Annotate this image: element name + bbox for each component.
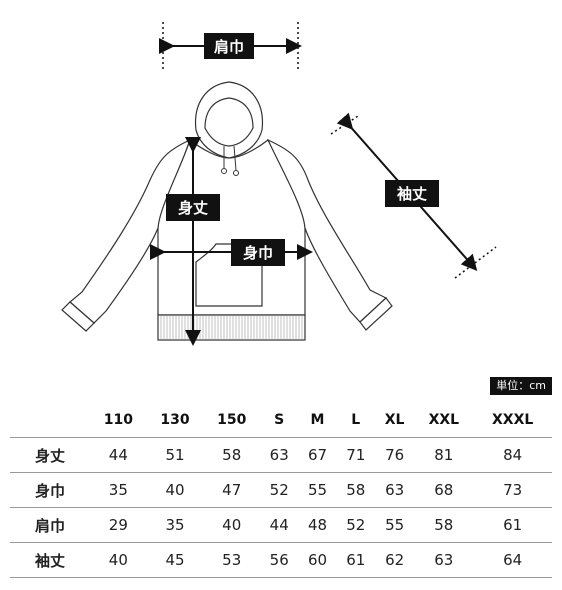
table-cell: 47 — [203, 472, 261, 508]
table-cell: 61 — [336, 542, 375, 578]
size-col-header: 130 — [160, 412, 190, 428]
left-cuff — [61, 301, 95, 332]
width-tag — [231, 239, 285, 266]
table-cell: 58 — [414, 507, 474, 543]
table-cell: 58 — [203, 437, 261, 473]
table-cell: 60 — [298, 542, 337, 578]
size-col-header: 150 — [217, 412, 247, 428]
size-col-header: M — [310, 412, 325, 428]
table-cell: 81 — [414, 437, 474, 473]
table-cell: 52 — [336, 507, 375, 543]
table-cell: 63 — [414, 542, 474, 578]
size-col-header: 110 — [103, 412, 133, 428]
sleeve-label: 袖丈 — [397, 185, 427, 203]
table-row: 身丈 44 51 58 63 67 71 76 81 84 — [10, 437, 552, 473]
table-cell: 44 — [90, 437, 147, 473]
drawstrings — [221, 145, 239, 176]
table-cell: 62 — [374, 542, 415, 578]
table-cell: 51 — [146, 437, 204, 473]
table-cell: 68 — [414, 472, 474, 508]
table-cell: 56 — [260, 542, 299, 578]
row-label: 身丈 — [10, 437, 90, 473]
table-cell: 35 — [90, 472, 147, 508]
right-cuff — [359, 297, 393, 331]
length-tag — [166, 194, 220, 221]
length-label: 身丈 — [178, 199, 208, 217]
size-col-header: XXL — [428, 412, 460, 428]
table-cell: 48 — [298, 507, 337, 543]
table-row: 身巾 35 40 47 52 55 58 63 68 73 — [10, 472, 552, 508]
row-label: 身巾 — [10, 472, 90, 508]
table-cell: 29 — [90, 507, 147, 543]
table-cell: 40 — [203, 507, 261, 543]
sleeve-measure: 袖丈 — [330, 112, 497, 279]
table-cell: 76 — [374, 437, 415, 473]
table-cell: 67 — [298, 437, 337, 473]
hoodie-illustration — [61, 81, 393, 341]
size-header-row: 110 130 150 S M L XL XXL XXXL — [10, 403, 552, 438]
shoulder-label: 肩巾 — [214, 38, 244, 56]
hood-inner — [204, 97, 254, 147]
table-cell: 40 — [146, 472, 204, 508]
table-row: 肩巾 29 35 40 44 48 52 55 58 61 — [10, 507, 552, 543]
table-cell: 44 — [260, 507, 299, 543]
table-cell: 53 — [203, 542, 261, 578]
hoodie-diagram: 肩巾 袖丈 身丈 身巾 — [61, 22, 497, 346]
table-cell: 71 — [336, 437, 375, 473]
table-cell: 40 — [90, 542, 147, 578]
shoulder-measure: 肩巾 — [159, 22, 302, 72]
table-cell: 58 — [336, 472, 375, 508]
table-row: 袖丈 40 45 53 56 60 61 62 63 64 — [10, 542, 552, 578]
unit-badge: 単位：cm — [490, 377, 552, 395]
sleeve-tag — [385, 180, 439, 207]
table-cell: 35 — [146, 507, 204, 543]
length-measure: 身丈 — [166, 137, 220, 346]
table-cell: 55 — [298, 472, 337, 508]
size-col-header: L — [351, 412, 361, 428]
table-cell: 61 — [473, 507, 552, 543]
table-cell: 55 — [374, 507, 415, 543]
size-col-header: XL — [384, 412, 405, 428]
size-col-header: S — [274, 412, 285, 428]
header-blank-cell — [10, 403, 90, 438]
row-label: 袖丈 — [10, 542, 90, 578]
table-cell: 45 — [146, 542, 204, 578]
waistband — [157, 314, 306, 341]
left-sleeve — [69, 138, 192, 324]
size-col-header: XXXL — [492, 412, 534, 428]
shoulder-tag — [204, 33, 254, 59]
size-table: 110 130 150 S M L XL XXL XXXL 身丈 44 51 5… — [10, 403, 552, 578]
table-cell: 63 — [260, 437, 299, 473]
table-cell: 52 — [260, 472, 299, 508]
row-label: 肩巾 — [10, 507, 90, 543]
table-cell: 64 — [473, 542, 552, 578]
table-cell: 73 — [473, 472, 552, 508]
table-cell: 84 — [473, 437, 552, 473]
width-measure: 身巾 — [150, 239, 313, 266]
table-cell: 63 — [374, 472, 415, 508]
width-label: 身巾 — [243, 244, 273, 262]
